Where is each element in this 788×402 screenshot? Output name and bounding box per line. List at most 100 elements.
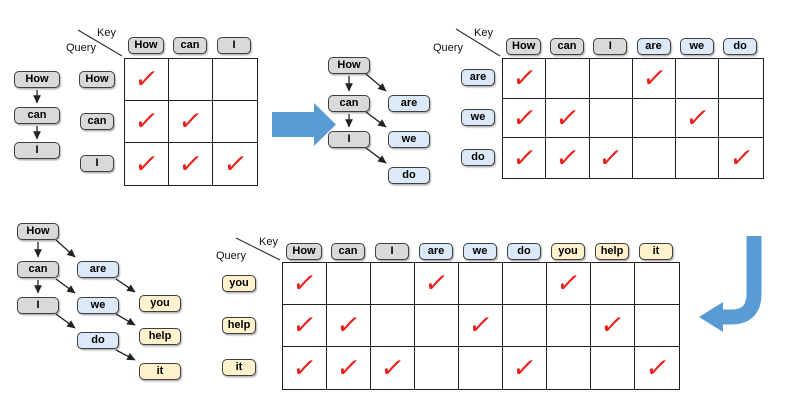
mask-cell-it-I: ✓ [371,347,415,389]
query-column-step3: you help it [215,262,263,388]
token-we-step2: we [388,131,430,148]
token-are-step2: are [388,95,430,112]
key-slot: are [632,38,675,58]
query-token-we: we [461,109,495,127]
key-token-it: it [639,243,673,260]
mask-cell-we-are [632,98,677,139]
mask-cell-are-How: ✓ [503,59,547,99]
mask-cell-we-do [719,99,763,139]
mask-cell-help-I [371,305,415,347]
key-token-we: we [463,243,497,260]
mask-cell-I-How: ✓ [125,143,169,185]
mask-cell-How-can [169,59,213,101]
query-token-I: I [80,154,114,172]
key-slot: are [414,243,458,263]
token-you-step3: you [139,295,181,312]
token-can-step2: can [328,95,370,112]
mask-cell-help-you [547,305,591,347]
query-slot: are [454,58,502,98]
token-how-step3: How [17,223,59,240]
token-do-step2: do [388,167,430,184]
mask-cell-you-we [459,263,503,305]
query-slot: help [215,304,263,346]
arrow-are-you-step3 [115,278,136,293]
check-icon: ✓ [176,147,205,181]
query-axis-label-step3: Query [216,250,246,262]
arrow-can-we-step3 [55,278,76,294]
mask-cell-we-I [589,98,633,139]
key-slot: can [545,38,588,58]
check-icon: ✓ [683,101,712,135]
mask-cell-you-help [591,263,635,305]
key-token-are: are [419,243,453,260]
check-icon: ✓ [639,62,669,95]
token-i-step2: I [328,131,370,148]
arrow-i-do-step2 [365,147,387,164]
mask-cell-are-I [589,59,633,99]
arrow-how-are-step3 [55,239,76,258]
mask-cell-How-I [213,59,257,101]
mask-cell-it-it: ✓ [635,347,679,389]
key-slot: I [212,37,256,57]
mask-cell-do-do: ✓ [719,138,762,178]
mask-grid-step1: ✓✓✓✓✓✓ [124,58,258,186]
check-icon: ✓ [290,309,319,342]
mask-cell-I-can: ✓ [169,143,213,185]
next-step-arrow-icon [272,103,336,146]
key-slot: we [458,243,502,263]
check-icon: ✓ [334,351,363,385]
token-can-step1: can [14,107,60,124]
arrow-can-we-step2 [365,111,387,128]
key-token-can: can [173,37,207,54]
mask-cell-can-How: ✓ [125,101,169,143]
query-token-can: can [80,112,114,130]
check-icon: ✓ [553,142,582,175]
check-icon: ✓ [378,351,407,385]
token-help-step3: help [139,328,181,345]
key-token-can: can [549,38,584,55]
check-icon: ✓ [422,267,451,300]
mask-cell-you-How: ✓ [283,263,327,305]
query-token-help: help [221,316,257,334]
mask-cell-it-can: ✓ [327,347,371,389]
check-icon: ✓ [334,309,363,342]
key-slot: I [370,243,414,263]
key-token-we: we [679,38,714,55]
query-token-it: it [222,358,256,376]
key-token-help: help [594,243,630,260]
mask-cell-we-How: ✓ [503,98,547,139]
mask-cell-it-do: ✓ [503,347,547,389]
mask-cell-you-are: ✓ [415,263,459,305]
check-icon: ✓ [220,147,250,181]
query-token-you: you [222,274,256,292]
query-slot: do [454,137,502,177]
key-token-I: I [217,37,251,54]
query-column-step2: are we do [454,58,502,177]
arrow-we-help-step3 [115,313,136,326]
mask-cell-it-How: ✓ [283,347,327,389]
key-slot: can [168,37,212,57]
key-token-How: How [128,37,164,54]
check-icon: ✓ [176,105,205,138]
check-icon: ✓ [509,101,539,135]
token-we-step3: we [77,297,119,314]
key-token-are: are [636,38,671,55]
mask-cell-it-help [591,347,635,389]
query-token-How: How [79,70,115,88]
mask-cell-help-we: ✓ [459,305,503,347]
mask-cell-help-can: ✓ [327,305,371,347]
mask-cell-you-it [635,263,679,305]
query-slot: it [215,346,263,388]
check-icon: ✓ [598,309,627,342]
check-icon: ✓ [510,351,539,385]
key-slot: we [675,38,718,58]
mask-cell-it-you [547,347,591,389]
query-slot: How [73,58,121,100]
mask-cell-do-I: ✓ [590,138,633,179]
key-token-do: do [507,243,541,260]
mask-cell-can-can: ✓ [169,101,213,143]
